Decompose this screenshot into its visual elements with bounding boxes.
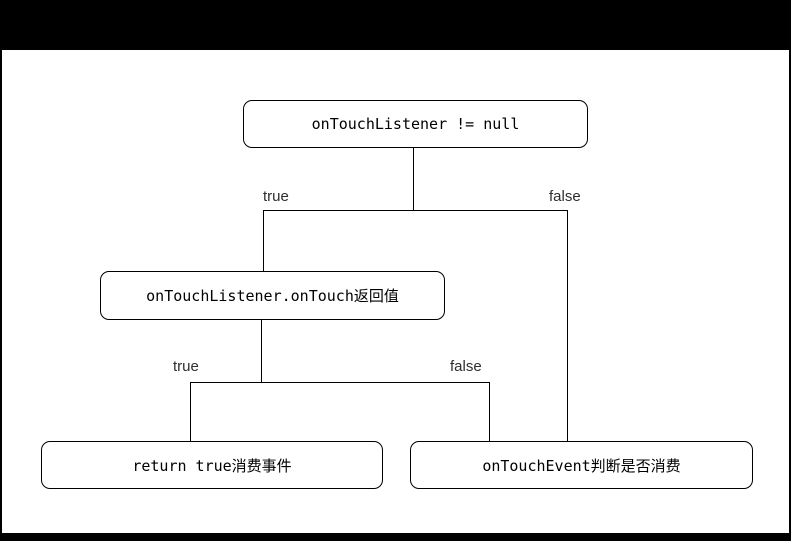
flowchart-node-ontouchlistener-null-check: onTouchListener != null <box>243 100 588 148</box>
edge-level2-false-vertical <box>489 382 490 441</box>
node-label: onTouchEvent判断是否消费 <box>482 456 681 475</box>
flowchart-node-ontouchevent-consume-check: onTouchEvent判断是否消费 <box>410 441 753 489</box>
window-bottom-black-bar <box>2 533 789 539</box>
edge-ontouch-to-branch <box>261 320 262 383</box>
node-label: onTouchListener.onTouch返回值 <box>146 287 399 305</box>
flowchart-node-return-true-consume: return true消费事件 <box>41 441 383 489</box>
node-label: return true消费事件 <box>132 456 292 475</box>
edge-level1-false-vertical <box>567 210 568 441</box>
branch-label-root-false: false <box>549 188 581 205</box>
edge-root-to-branch <box>413 148 414 211</box>
branch-label-ontouch-true: true <box>173 358 199 375</box>
edge-level2-true-vertical <box>190 382 191 441</box>
edge-level2-horizontal <box>190 382 490 383</box>
edge-level1-horizontal <box>263 210 568 211</box>
node-label: onTouchListener != null <box>311 115 520 133</box>
flowchart-node-ontouch-return-value: onTouchListener.onTouch返回值 <box>100 271 445 320</box>
branch-label-root-true: true <box>263 188 289 205</box>
edge-level1-true-vertical <box>263 210 264 271</box>
branch-label-ontouch-false: false <box>450 358 482 375</box>
window-top-black-bar <box>2 2 789 50</box>
